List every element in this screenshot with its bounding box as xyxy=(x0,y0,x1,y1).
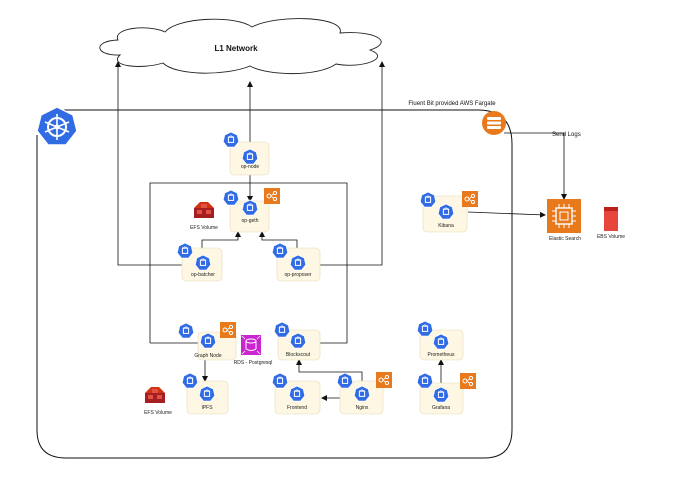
frontend-pod: Frontend xyxy=(271,372,321,415)
l1-network-cloud: L1 Network xyxy=(99,18,382,75)
pod-icon xyxy=(222,189,240,206)
op-geth-pod: op-geth xyxy=(222,187,281,233)
l1-network-label: L1 Network xyxy=(214,44,258,53)
nginx-label: Nginx xyxy=(356,405,369,411)
fluent-bit-fargate: Fluent Bit provided AWS Fargate xyxy=(408,101,506,135)
grafana-label: Grafana xyxy=(432,405,450,411)
blockscout-label: Blockscout xyxy=(286,352,311,358)
prometheus-pod: Prometheus xyxy=(416,320,464,361)
ebs-volume-label: EBS Volume xyxy=(597,234,625,240)
rds-database-icon xyxy=(241,335,261,355)
op-node-label: op-node xyxy=(241,164,260,170)
prometheus-label: Prometheus xyxy=(428,352,455,358)
op-node-pod: op-node xyxy=(222,131,270,176)
ipfs-label: IPFS xyxy=(201,405,213,411)
grafana-pod: Grafana xyxy=(416,372,477,415)
kubernetes-helm-icon xyxy=(36,106,78,146)
frontend-label: Frontend xyxy=(287,405,307,411)
elastic-search-chip-icon xyxy=(547,199,581,233)
op-batcher-pod: op-batcher xyxy=(176,242,223,282)
graph-node-pod: Graph Node xyxy=(177,321,237,361)
graph-node-label: Graph Node xyxy=(194,353,221,359)
fluent-bit-icon xyxy=(482,111,506,135)
connector-lines xyxy=(115,61,567,401)
op-proposer-pod: op-proposer xyxy=(271,242,321,282)
rds-postgresql: RDS - Postgresql xyxy=(234,335,273,366)
ebs-volume-icon xyxy=(604,207,618,231)
fargate-label: Fluent Bit provided AWS Fargate xyxy=(408,101,496,107)
rds-label: RDS - Postgresql xyxy=(234,360,273,366)
op-batcher-label: op-batcher xyxy=(191,272,215,278)
op-proposer-label: op-proposer xyxy=(285,272,312,278)
elastic-search-service: Elastic Search xyxy=(547,199,581,242)
send-logs-label: Send Logs xyxy=(552,132,581,138)
efs-top-label: EFS Volume xyxy=(190,225,218,231)
efs-bottom-label: EFS Volume xyxy=(144,410,172,416)
efs-volume-icon xyxy=(194,202,214,218)
nginx-pod: Nginx xyxy=(336,371,393,415)
efs-volume-icon xyxy=(145,387,165,403)
ebs-volume: EBS Volume xyxy=(597,207,625,240)
kibana-label: Kibana xyxy=(438,223,454,229)
ipfs-pod: IPFS xyxy=(181,372,229,415)
kibana-pod: Kibana xyxy=(419,190,479,233)
efs-volume-bottom: EFS Volume xyxy=(144,387,172,416)
efs-volume-top: EFS Volume xyxy=(190,202,218,231)
autoscaling-icon xyxy=(263,187,281,205)
elastic-search-label: Elastic Search xyxy=(549,236,581,242)
op-geth-label: op-geth xyxy=(242,218,259,224)
blockscout-pod: Blockscout xyxy=(273,321,321,361)
